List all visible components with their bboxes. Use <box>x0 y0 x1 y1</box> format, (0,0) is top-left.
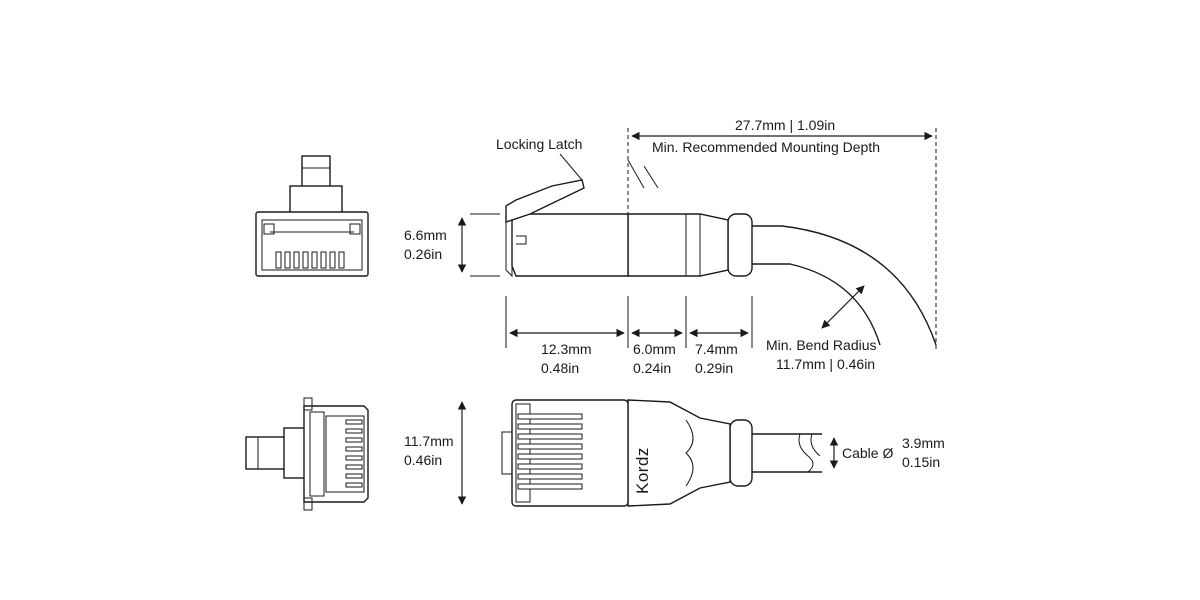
seg3-in-label: 0.29in <box>695 360 733 376</box>
locking-latch-label: Locking Latch <box>496 136 582 152</box>
seg2-mm-label: 6.0mm <box>633 341 676 357</box>
height-mm-label: 6.6mm <box>404 227 447 243</box>
seg3-mm-label: 7.4mm <box>695 341 738 357</box>
width-mm-label: 11.7mm <box>404 433 454 449</box>
seg1-in-label: 0.48in <box>541 360 579 376</box>
top-view-contacts <box>345 419 363 488</box>
height-in-label: 0.26in <box>404 246 442 262</box>
width-in-label: 0.46in <box>404 452 442 468</box>
bend-radius-value: 11.7mm | 0.46in <box>776 356 875 372</box>
mounting-depth-value: 27.7mm | 1.09in <box>735 117 835 133</box>
front-view-contacts <box>275 251 345 269</box>
bend-radius-caption: Min. Bend Radius <box>766 337 877 353</box>
bottom-view-contacts <box>517 413 583 490</box>
bend-radius-arrow <box>821 285 865 329</box>
segment-dimensions <box>505 296 753 348</box>
front-view-connector <box>255 155 369 277</box>
mounting-depth-dimension <box>627 128 937 352</box>
seg1-mm-label: 12.3mm <box>541 341 592 357</box>
cable-diameter-caption: Cable Ø <box>842 445 893 461</box>
locking-latch-leader <box>559 153 583 181</box>
height-dimension <box>457 213 500 277</box>
side-view-connector <box>505 179 937 346</box>
mounting-depth-caption: Min. Recommended Mounting Depth <box>652 139 880 155</box>
cable-diameter-in: 0.15in <box>902 454 940 470</box>
seg2-in-label: 0.24in <box>633 360 671 376</box>
bottom-view-connector <box>501 399 822 507</box>
top-view-connector <box>245 397 369 511</box>
brand-logo-text: Kordz <box>633 447 652 494</box>
cable-diameter-mm: 3.9mm <box>902 435 945 451</box>
